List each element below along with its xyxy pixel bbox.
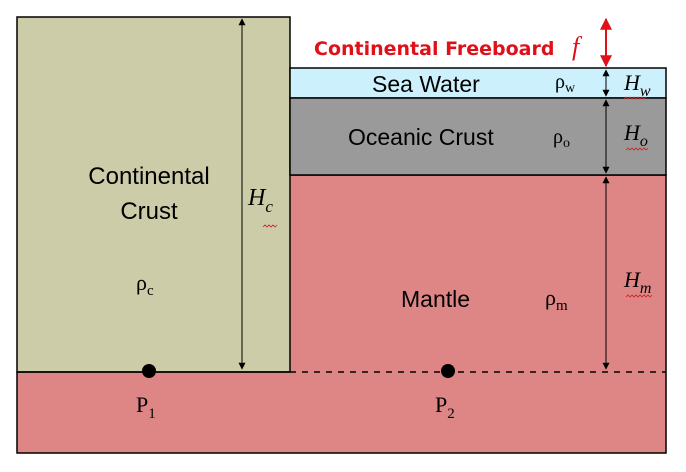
thickness-mantle: Hm	[623, 267, 651, 297]
mantle-base-region	[17, 372, 666, 453]
oceanic-crust-label: Oceanic Crust	[348, 124, 494, 150]
hc-squiggle	[262, 224, 278, 228]
sea-water-label: Sea Water	[372, 71, 480, 97]
density-oceanic: ρo	[553, 126, 570, 151]
point-p2-marker	[441, 364, 455, 378]
thickness-water: Hw	[623, 70, 651, 100]
thickness-oceanic: Ho	[623, 120, 648, 150]
density-mantle: ρm	[545, 285, 568, 314]
ho-squiggle	[625, 147, 649, 151]
hm-squiggle	[625, 294, 653, 298]
mantle-label: Mantle	[401, 286, 470, 312]
freeboard-title: Continental Freeboard	[314, 38, 554, 60]
point-p1-label: P1	[136, 392, 156, 422]
thickness-continental: Hc	[247, 185, 273, 216]
density-continental: ρc	[136, 270, 154, 299]
hw-squiggle	[623, 96, 647, 100]
point-p2-label: P2	[435, 392, 455, 422]
density-water: ρw	[555, 71, 576, 96]
point-p1-marker	[142, 364, 156, 378]
continental-crust-label-line1: Continental	[88, 163, 209, 190]
continental-crust-label-line2: Crust	[120, 198, 178, 225]
freeboard-symbol: f	[572, 32, 583, 61]
